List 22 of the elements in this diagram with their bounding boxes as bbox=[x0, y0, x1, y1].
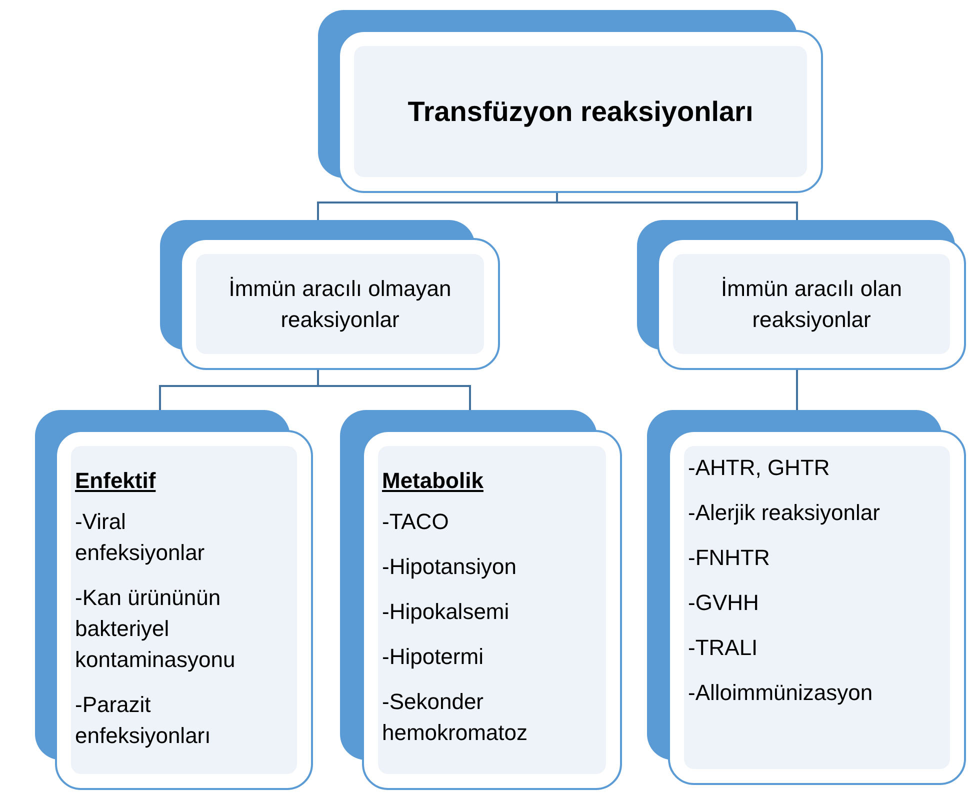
list-item: -FNHTR bbox=[688, 544, 771, 572]
category-heading: Metabolik bbox=[382, 467, 484, 495]
list-item: -TACO bbox=[382, 508, 450, 536]
connector-line bbox=[556, 193, 798, 220]
list-item: -AHTR, GHTR bbox=[688, 454, 831, 482]
list-item: -Hipotermi bbox=[382, 643, 484, 671]
list-item: -Sekonder hemokromatoz bbox=[382, 688, 529, 747]
connector-line bbox=[317, 370, 471, 410]
list-item: -Alloimmünizasyon bbox=[688, 679, 874, 707]
category-heading: Enfektif bbox=[75, 467, 157, 495]
root-category-label: Transfüzyon reaksiyonları bbox=[406, 96, 754, 127]
list-item: -Kan ürününün bakteriyel kontaminasyonu bbox=[75, 584, 236, 674]
list-item: -TRALI bbox=[688, 634, 759, 662]
list-item: -GVHH bbox=[688, 589, 760, 617]
list-item: -Alerjik reaksiyonlar bbox=[688, 499, 881, 527]
list-item: -Hipotansiyon bbox=[382, 553, 518, 581]
category-label: İmmün aracılı olan reaksiyonlar bbox=[720, 275, 903, 334]
list-item: -Parazit enfeksiyonları bbox=[75, 691, 212, 750]
list-item: -Viral enfeksiyonlar bbox=[75, 508, 206, 567]
category-label: İmmün aracılı olmayan reaksiyonlar bbox=[228, 275, 452, 334]
connector-line bbox=[796, 370, 798, 410]
list-item: -Hipokalsemi bbox=[382, 598, 510, 626]
